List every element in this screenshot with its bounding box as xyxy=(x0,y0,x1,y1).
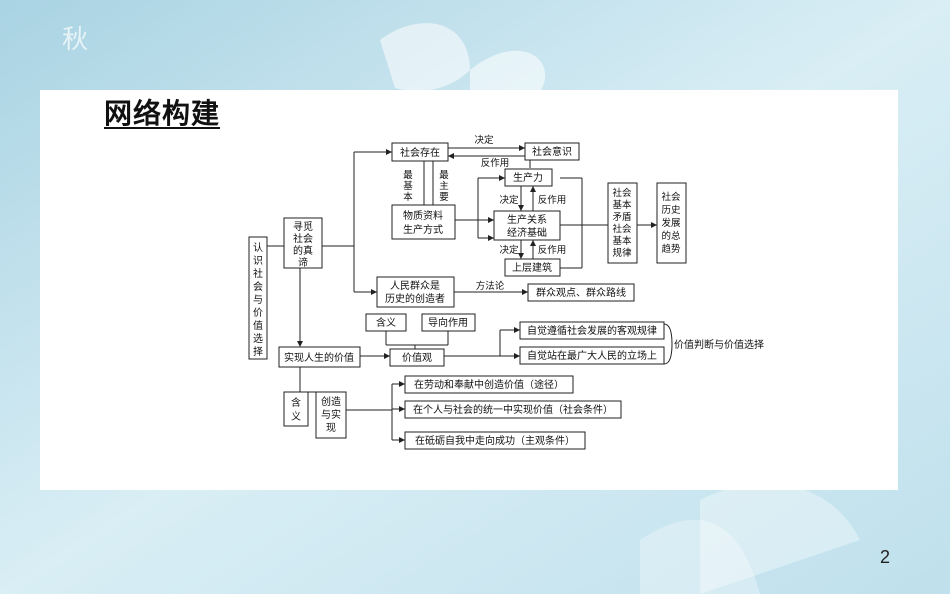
node-people-masses-line-0: 人民群众是 xyxy=(390,279,440,292)
node-seek-truth-line-1: 社会 xyxy=(293,232,313,245)
node-productive-forces-label: 生产力 xyxy=(513,171,543,184)
node-material-production-line-1: 生产方式 xyxy=(403,223,443,236)
node-recognize-line-4: 与 xyxy=(253,294,263,306)
node-material-production-line-0: 物质资料 xyxy=(403,209,443,222)
edge-label-methodology: 方法论 xyxy=(476,280,505,292)
node-labor-dedication: 在劳动和奉献中创造价值（途径） xyxy=(404,375,574,394)
node-self-discipline: 在砥砺自我中走向成功（主观条件） xyxy=(404,431,586,450)
node-basic-contradiction-line-4: 基本 xyxy=(612,235,632,247)
node-recognize: 认 识 社 会 与 价 值 选 择 xyxy=(248,236,268,360)
node-production-relations-line-0: 生产关系 xyxy=(507,213,547,226)
node-general-trend-line-2: 发展 xyxy=(661,217,681,229)
node-general-trend: 社会 历史 发展 的总 趋势 xyxy=(656,182,687,264)
connector-lines xyxy=(267,147,673,441)
edge-label-decide-top: 决定 xyxy=(474,134,494,146)
node-meaning-2-line-0: 含 xyxy=(291,396,301,409)
node-meaning-2: 含 义 xyxy=(283,391,309,427)
node-superstructure-label: 上层建筑 xyxy=(512,261,552,274)
page-title: 网络构建 xyxy=(104,97,221,130)
node-basic-contradiction-line-2: 矛盾 xyxy=(612,211,632,223)
node-create-realize-line-0: 创造 xyxy=(321,395,341,408)
edge-label-most-basic-2: 本 xyxy=(403,191,413,203)
node-guiding-role: 导向作用 xyxy=(421,313,476,332)
edge-labels: 决定 反作用 最 基 本 最 主 要 决定 反作用 决定 反作用 方法论 xyxy=(403,134,566,292)
node-recognize-line-0: 认 xyxy=(253,241,263,254)
node-value-view: 价值观 xyxy=(389,348,445,367)
node-self-discipline-label: 在砥砺自我中走向成功（主观条件） xyxy=(415,434,575,447)
page-number: 2 xyxy=(880,547,891,567)
node-value-judgment: 价值判断与价值选择 xyxy=(674,338,764,351)
node-recognize-line-5: 价 xyxy=(253,307,263,319)
edge-label-decide-mid: 决定 xyxy=(499,194,519,206)
node-value-view-label: 价值观 xyxy=(402,351,432,364)
edge-label-decide-bottom: 决定 xyxy=(499,244,519,256)
node-realize-value: 实现人生的价值 xyxy=(278,346,361,368)
node-create-realize: 创造 与实 现 xyxy=(315,391,347,439)
edge-label-react-mid: 反作用 xyxy=(538,194,567,206)
node-people-masses: 人民群众是 历史的创造者 xyxy=(376,276,455,308)
edge-label-most-main-1: 主 xyxy=(439,180,449,192)
node-obey-law: 自觉遵循社会发展的客观规律 xyxy=(519,321,665,340)
node-create-realize-line-1: 与实 xyxy=(321,408,341,421)
node-mass-viewpoint-label: 群众观点、群众路线 xyxy=(536,286,626,299)
node-recognize-line-8: 择 xyxy=(253,345,263,358)
node-social-consciousness: 社会意识 xyxy=(524,142,580,161)
node-unity: 在个人与社会的统一中实现价值（社会条件） xyxy=(404,400,622,419)
node-general-trend-line-3: 的总 xyxy=(661,230,681,242)
node-guiding-role-label: 导向作用 xyxy=(428,316,468,329)
node-people-masses-line-1: 历史的创造者 xyxy=(385,292,445,305)
node-production-relations-line-1: 经济基础 xyxy=(507,226,547,239)
butterfly-decoration-icon xyxy=(380,23,546,92)
node-recognize-line-3: 会 xyxy=(253,280,263,293)
node-stand-people-label: 自觉站在最广大人民的立场上 xyxy=(527,349,657,362)
content-panel xyxy=(40,90,898,490)
node-production-relations: 生产关系 经济基础 xyxy=(493,210,561,241)
node-meaning-2-line-1: 义 xyxy=(291,411,301,423)
edge-label-most-main-0: 最 xyxy=(439,170,449,181)
node-social-existence: 社会存在 xyxy=(391,142,449,162)
edge-label-react-bottom: 反作用 xyxy=(538,244,567,256)
node-basic-contradiction-line-1: 基本 xyxy=(612,199,632,211)
node-create-realize-line-2: 现 xyxy=(326,422,336,434)
node-meaning-1-label: 含义 xyxy=(376,316,396,329)
node-unity-label: 在个人与社会的统一中实现价值（社会条件） xyxy=(413,403,613,416)
node-basic-contradiction-line-5: 规律 xyxy=(612,247,632,259)
node-recognize-line-6: 值 xyxy=(253,319,263,332)
node-obey-law-label: 自觉遵循社会发展的客观规律 xyxy=(527,324,657,337)
edge-label-react-top: 反作用 xyxy=(481,157,510,169)
node-superstructure: 上层建筑 xyxy=(504,258,561,277)
node-material-production: 物质资料 生产方式 xyxy=(391,204,456,240)
node-seek-truth-line-2: 的真 xyxy=(293,244,313,257)
node-labor-dedication-label: 在劳动和奉献中创造价值（途径） xyxy=(414,378,564,391)
node-seek-truth-line-0: 寻觅 xyxy=(293,221,313,233)
arrowheads xyxy=(297,145,657,443)
node-general-trend-line-0: 社会 xyxy=(661,191,681,203)
node-basic-contradiction: 社会 基本 矛盾 社会 基本 规律 xyxy=(607,182,638,264)
edge-label-most-basic-1: 基 xyxy=(403,180,413,192)
node-general-trend-line-1: 历史 xyxy=(661,204,681,216)
node-seek-truth-line-3: 谛 xyxy=(298,256,308,269)
node-productive-forces: 生产力 xyxy=(504,168,553,187)
edge-label-most-main-2: 要 xyxy=(439,192,449,203)
node-general-trend-line-4: 趋势 xyxy=(661,243,681,255)
node-mass-viewpoint: 群众观点、群众路线 xyxy=(527,283,635,302)
node-basic-contradiction-line-0: 社会 xyxy=(612,187,632,199)
edge-label-most-basic-0: 最 xyxy=(403,170,413,181)
node-stand-people: 自觉站在最广大人民的立场上 xyxy=(519,346,665,365)
node-seek-truth: 寻觅 社会 的真 谛 xyxy=(283,217,323,269)
calligraphy-decoration-icon: 秋 xyxy=(62,25,88,55)
node-social-consciousness-label: 社会意识 xyxy=(532,145,572,158)
node-recognize-line-7: 选 xyxy=(253,332,263,345)
node-basic-contradiction-line-3: 社会 xyxy=(612,223,632,235)
node-meaning-1: 含义 xyxy=(365,313,407,332)
node-recognize-line-2: 社 xyxy=(253,267,263,280)
node-social-existence-label: 社会存在 xyxy=(400,146,440,159)
node-realize-value-label: 实现人生的价值 xyxy=(284,351,354,364)
node-recognize-line-1: 识 xyxy=(253,255,263,267)
